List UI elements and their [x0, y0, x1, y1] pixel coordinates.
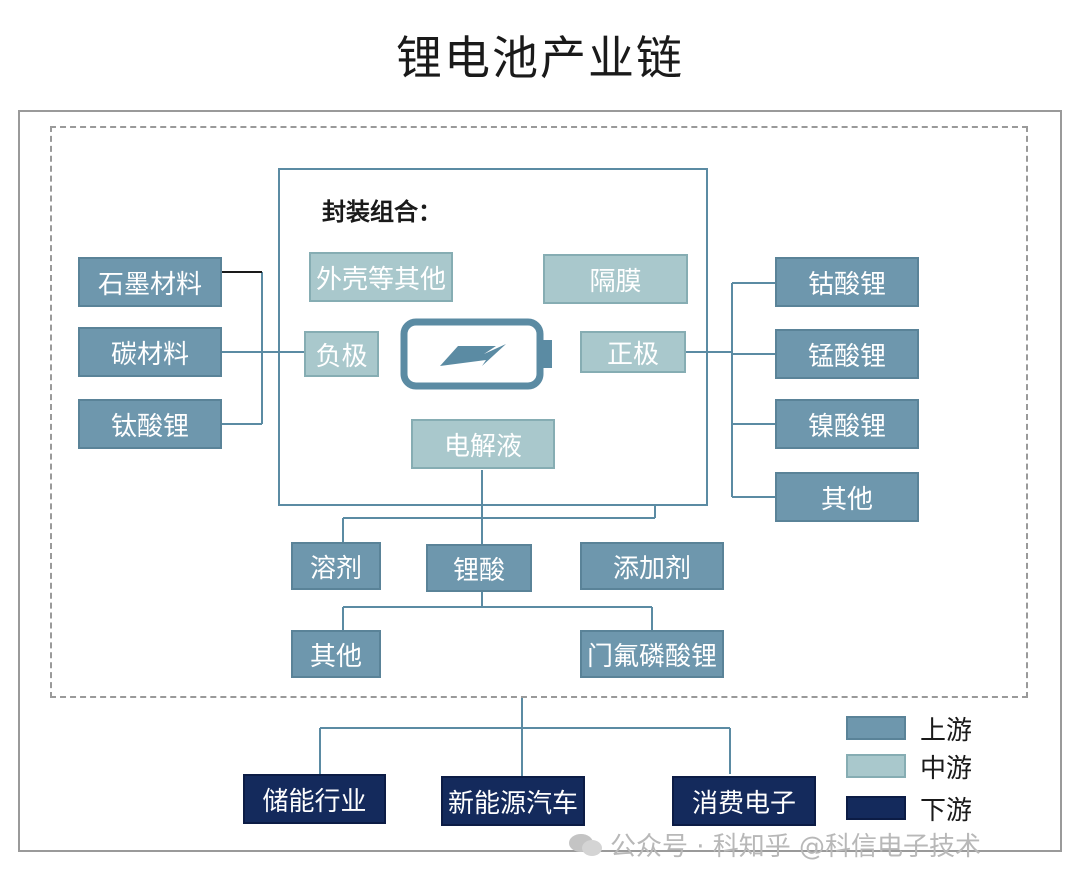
upstream-midstream-region [50, 126, 1028, 698]
downstream-consumer-electronics: 消费电子 [672, 776, 816, 826]
cathode-material-nickel: 镍酸锂 [775, 399, 919, 449]
wechat-icon [569, 834, 602, 856]
cathode-box: 正极 [580, 331, 686, 373]
lithium-salt-other: 其他 [291, 630, 381, 678]
battery-charging-icon [400, 318, 552, 390]
cathode-material-manganese: 锰酸锂 [775, 329, 919, 379]
anode-material-lithium-titanate: 钛酸锂 [78, 399, 222, 449]
anode-material-graphite: 石墨材料 [78, 257, 222, 307]
electrolyte-additive: 添加剂 [580, 542, 724, 590]
legend-swatch-downstream [846, 796, 906, 820]
outer-frame [18, 110, 1062, 852]
legend-label-downstream: 下游 [920, 796, 973, 826]
lithium-salt-lipf6: 门氟磷酸锂 [580, 630, 724, 678]
electrolyte-box: 电解液 [411, 419, 555, 469]
downstream-energy-storage: 储能行业 [243, 774, 386, 824]
legend-label-upstream: 上游 [920, 716, 973, 746]
downstream-new-energy-vehicles: 新能源汽车 [441, 776, 585, 826]
anode-box: 负极 [304, 331, 379, 377]
watermark-text: 公众号 · 科知乎 @科信电子技术 [610, 832, 982, 862]
cathode-material-cobalt: 钴酸锂 [775, 257, 919, 307]
battery-cell-assembly [278, 168, 708, 506]
electrolyte-solvent: 溶剂 [291, 542, 381, 590]
cell-assembly-title: 封装组合： [322, 198, 442, 226]
legend-label-midstream: 中游 [920, 754, 973, 784]
cathode-material-other: 其他 [775, 472, 919, 522]
anode-material-carbon: 碳材料 [78, 327, 222, 377]
shell-others-box: 外壳等其他 [309, 252, 453, 302]
separator-box: 隔膜 [543, 254, 688, 304]
electrolyte-lithium-salt: 锂酸 [426, 544, 532, 592]
page-title: 锂电池产业链 [396, 31, 684, 85]
legend-swatch-upstream [846, 716, 906, 740]
legend-swatch-midstream [846, 754, 906, 778]
